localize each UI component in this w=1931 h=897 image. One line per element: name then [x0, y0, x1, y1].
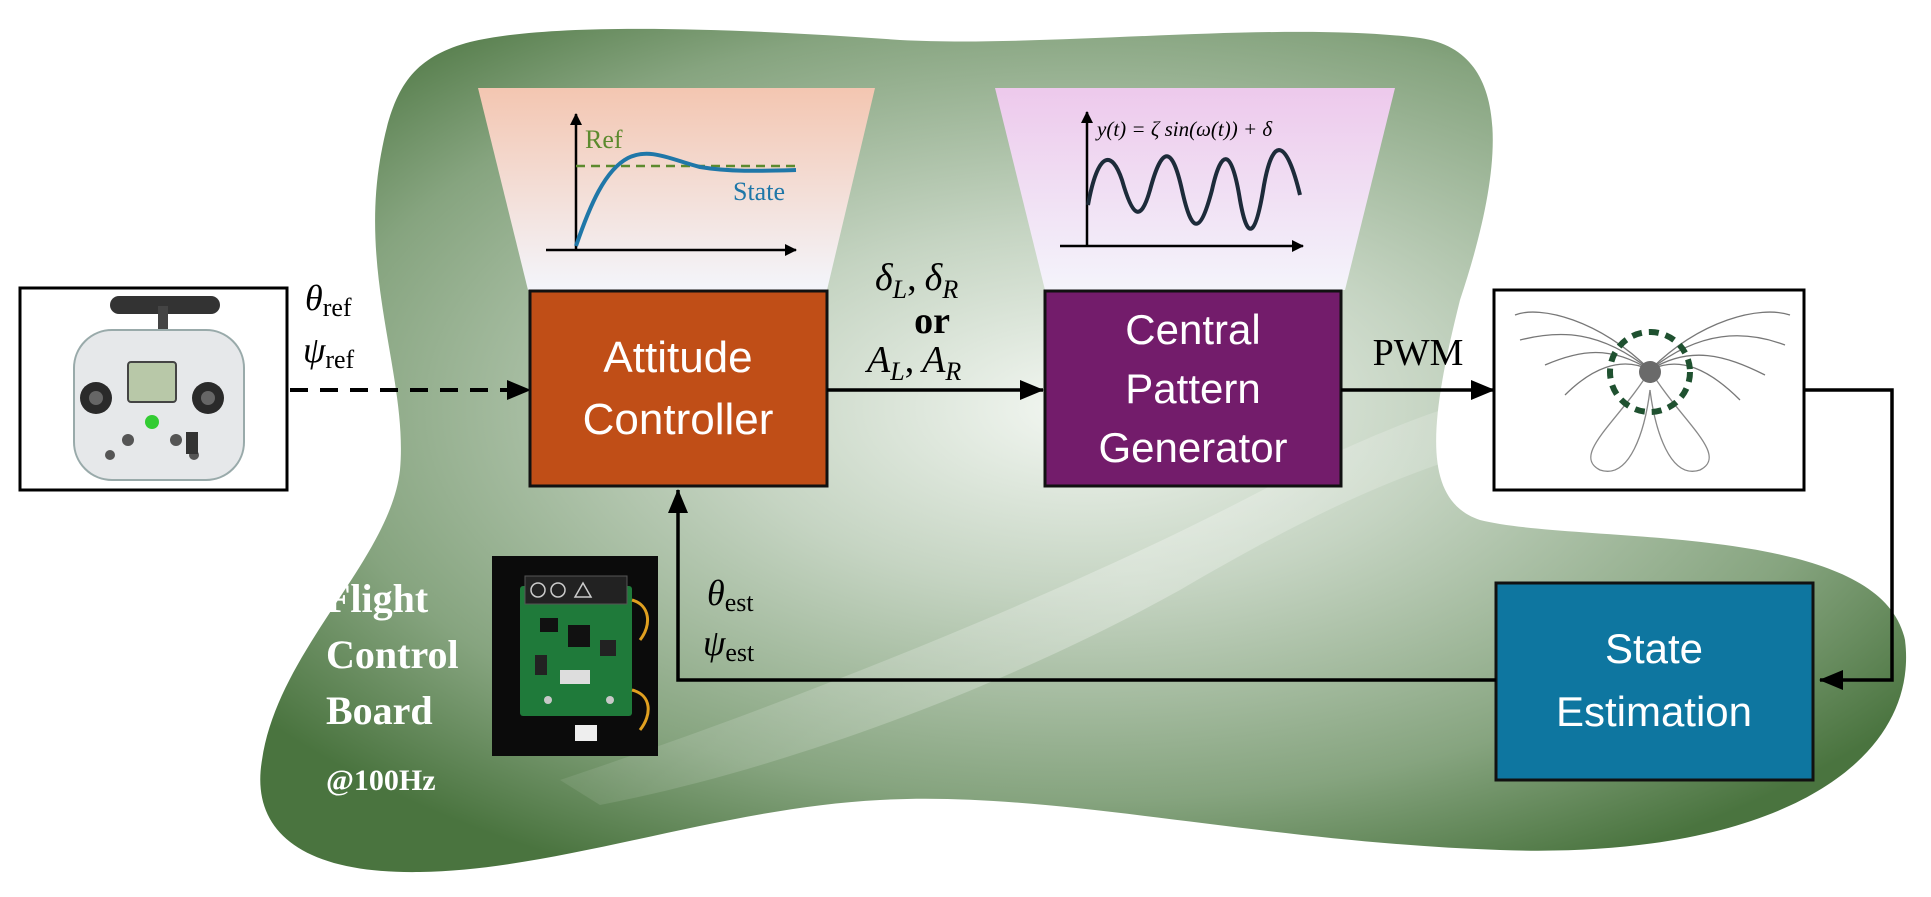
attitude-controller-block: [528, 289, 829, 488]
cpg-line1: Central: [1125, 306, 1260, 353]
theta-ref-label: θref: [305, 278, 352, 322]
attitude-controller-line2: Controller: [583, 395, 774, 444]
cpg-inset-panel: [995, 88, 1395, 290]
cpg-block: [1043, 289, 1343, 488]
flapping-wing-robot-icon: [1514, 311, 1791, 472]
state-curve: [574, 151, 797, 247]
psi-ref-label: ψref: [303, 330, 355, 374]
state-estimation-line2: Estimation: [1556, 688, 1752, 735]
delta-label: δL,δR: [875, 257, 958, 304]
ref-label: Ref: [585, 125, 623, 154]
board-rate-label: @100Hz: [326, 764, 436, 797]
controller-inset-panel: [478, 88, 875, 290]
or-label: or: [914, 300, 950, 342]
cpg-line3: Generator: [1098, 424, 1287, 471]
flight-control-board-icon: [492, 556, 658, 756]
board-label-line3: Board: [326, 688, 433, 733]
feedback-right-line: [1804, 388, 1894, 690]
feedback-bottom-line: [668, 489, 1496, 682]
state-estimation-line1: State: [1605, 625, 1703, 672]
board-label-line2: Control: [326, 632, 459, 677]
state-estimation-block: [1494, 581, 1815, 782]
state-label: State: [733, 177, 785, 206]
light-streak: [560, 395, 1520, 805]
cpg-wave: [1086, 148, 1302, 231]
radio-transmitter-icon: [73, 296, 245, 481]
pwm-label: PWM: [1373, 332, 1464, 374]
cpg-waveform-plot: y(t) = ζ sin(ω(t)) + δ: [1060, 111, 1304, 252]
amplitude-label: AL,AR: [864, 339, 961, 386]
step-response-plot: Ref State: [546, 113, 797, 256]
attitude-controller-line1: Attitude: [603, 333, 752, 382]
board-label-line1: Flight: [326, 576, 429, 621]
cpg-equation: y(t) = ζ sin(ω(t)) + δ: [1095, 117, 1273, 141]
cpg-line2: Pattern: [1125, 365, 1260, 412]
flapper-frame: [1492, 288, 1806, 492]
psi-est-label: ψest: [703, 623, 755, 667]
theta-est-label: θest: [707, 573, 754, 617]
